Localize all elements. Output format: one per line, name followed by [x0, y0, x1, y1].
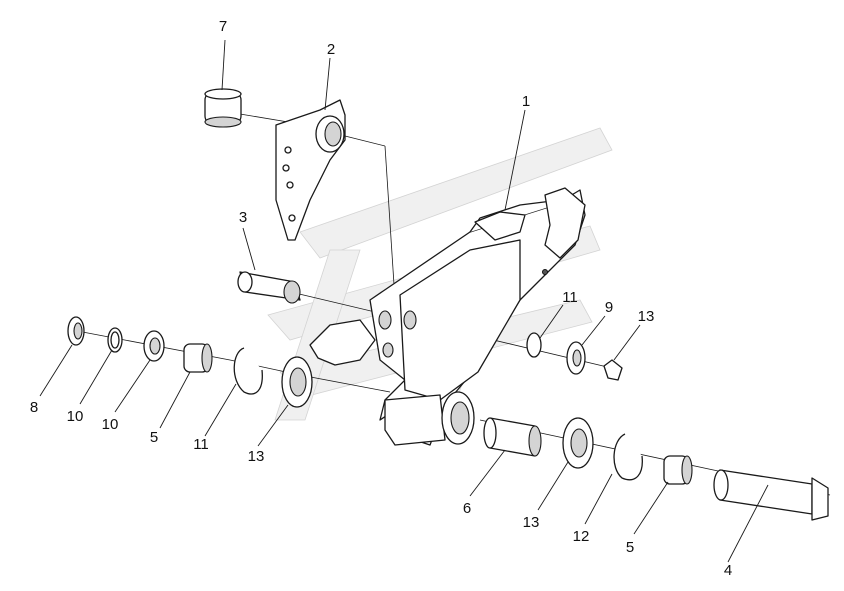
mounting-plate — [275, 99, 346, 241]
part-11-right — [613, 433, 643, 481]
callout-5-left: 5 — [150, 429, 158, 446]
callout-6: 6 — [463, 500, 471, 517]
callout-12: 13 — [638, 308, 655, 325]
callout-5-right: 5 — [626, 539, 634, 556]
part-10-right — [526, 332, 542, 358]
callout-13-left: 13 — [248, 448, 265, 465]
callout-2: 2 — [327, 41, 335, 58]
callout-3: 3 — [239, 209, 247, 226]
part-12-fitting — [603, 359, 623, 381]
callout-13-right: 13 — [523, 514, 540, 531]
callout-9: 10 — [102, 416, 119, 433]
part-9-washer — [143, 330, 165, 362]
callout-8-left: 8 — [30, 399, 38, 416]
callout-8-right: 9 — [605, 299, 613, 316]
short-pin — [237, 271, 301, 304]
main-bracket — [309, 187, 586, 446]
callout-4: 4 — [724, 562, 732, 579]
bracket-bushing — [441, 391, 475, 445]
part-13-left — [281, 356, 313, 408]
part-6-sleeve — [483, 417, 542, 457]
callout-7: 7 — [219, 18, 227, 35]
part-4-long-pin — [713, 469, 829, 521]
callout-labels: 7 2 1 3 11 9 13 8 10 10 5 11 13 6 13 12 … — [30, 18, 732, 579]
leader-lines — [39, 39, 769, 563]
part-11-left — [233, 347, 263, 395]
part-13-right — [562, 417, 594, 469]
top-bushing — [204, 88, 242, 128]
callout-10-left: 10 — [67, 408, 84, 425]
part-5-right — [663, 455, 693, 485]
part-10-left — [107, 327, 123, 353]
part-8-right — [566, 341, 586, 375]
part-5-left — [183, 343, 213, 373]
callout-10-right: 11 — [562, 289, 578, 306]
callout-1: 1 — [522, 93, 530, 110]
part-8-left — [67, 316, 85, 346]
callout-11-left: 11 — [193, 436, 209, 453]
callout-11-right: 12 — [573, 528, 590, 545]
